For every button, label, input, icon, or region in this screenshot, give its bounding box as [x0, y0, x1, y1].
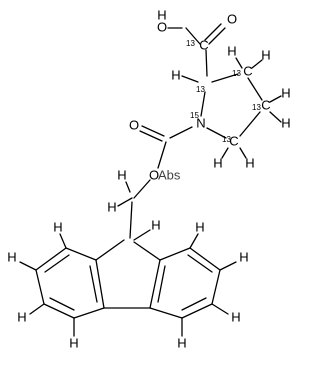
- iso-cg: 13: [252, 103, 261, 112]
- watermark-text: Abs: [158, 167, 181, 182]
- atom-h-g2: H: [281, 115, 290, 130]
- bond-c-o-double-b: [208, 27, 226, 45]
- atom-h-c9: H: [151, 217, 160, 232]
- atom-cb: C: [243, 63, 252, 78]
- iso-ca: 13: [196, 85, 205, 94]
- bond-n-ca: [200, 91, 206, 117]
- bond-cd-n: [206, 127, 227, 139]
- bond-h-l3: [29, 303, 45, 315]
- bond-l5: [73, 307, 105, 319]
- bond-l-inner3: [89, 265, 98, 303]
- bond-o3-ch2: [133, 179, 151, 199]
- atom-h-g1: H: [281, 85, 290, 100]
- atom-h-ar-l3: H: [17, 309, 26, 324]
- bonds: [19, 23, 282, 337]
- atom-h-ar-r1: H: [195, 219, 204, 234]
- bond-l-inner1: [44, 254, 70, 273]
- bond-ca-h: [181, 75, 199, 83]
- bond-l1: [65, 247, 97, 261]
- bond-r-inner3: [157, 265, 166, 303]
- atom-n: N: [196, 115, 205, 130]
- bond-r6: [149, 259, 161, 309]
- bond-o-c: [185, 27, 201, 45]
- bond-c1-ca: [205, 49, 208, 77]
- molecule-structure: H O O 13 C 13 H 13 C H H 13 C H H 13 C H…: [7, 7, 290, 350]
- bond-c9-h: [133, 229, 151, 241]
- bond-h-r2: [219, 261, 237, 271]
- bond-r1: [159, 247, 191, 261]
- bond-r2: [189, 247, 221, 271]
- atom-h-d1: H: [213, 155, 222, 170]
- bond-cb-cg: [247, 77, 263, 101]
- bond-l-inner2: [49, 297, 75, 311]
- bond-cd-h1: [221, 147, 229, 159]
- atom-h-d2: H: [245, 155, 254, 170]
- bond-c9-c9a: [95, 239, 125, 261]
- atom-h-ar-r3: H: [231, 309, 240, 324]
- atom-cg: C: [261, 97, 270, 112]
- bond-h-r1: [189, 233, 199, 249]
- bond-ch2-h2: [117, 197, 133, 207]
- bond-h-r3: [211, 303, 229, 315]
- bond-cg-h2: [269, 111, 282, 123]
- atom-o-hydroxyl: O: [157, 19, 167, 34]
- atom-h-ch2-a: H: [117, 167, 126, 182]
- bond-cg-cd: [239, 111, 261, 137]
- iso-c1: 13: [186, 39, 195, 48]
- atom-h-ar-r4: H: [177, 335, 186, 350]
- bond-h-l1: [59, 233, 67, 249]
- atom-h-oh: H: [157, 7, 166, 22]
- bond-c-o3: [157, 141, 167, 169]
- atom-h-b2: H: [261, 47, 270, 62]
- bond-cd-h2: [239, 147, 247, 159]
- bond-l6: [95, 259, 105, 309]
- bond-r-inner2: [181, 297, 207, 311]
- atom-h-ar-r2: H: [239, 249, 248, 264]
- bond-r-inner1: [187, 254, 213, 273]
- atom-h-ar-l2: H: [7, 249, 16, 264]
- bond-l2: [35, 247, 67, 271]
- bond-r4: [181, 303, 213, 319]
- bond-cb-h1: [235, 57, 243, 69]
- bond-h-l2: [19, 261, 37, 271]
- iso-cb: 13: [232, 69, 241, 78]
- bond-n-c: [169, 126, 193, 139]
- iso-cd: 13: [222, 135, 231, 144]
- atom-h-ar-l4: H: [69, 335, 78, 350]
- iso-n: 15: [190, 111, 199, 120]
- atom-h-ch2-b: H: [107, 199, 116, 214]
- atom-labels: H O O 13 C 13 H 13 C H H 13 C H H 13 C H…: [7, 7, 290, 350]
- bond-ca-cb: [211, 73, 239, 83]
- bond-ch2-c9: [129, 201, 133, 239]
- bond-l3: [35, 269, 45, 305]
- bond-c9-c8a: [133, 241, 161, 261]
- atom-o-carbonyl: O: [227, 11, 237, 26]
- bond-cg-h1: [269, 95, 282, 103]
- bond-r3: [211, 269, 221, 305]
- atom-o-ester: O: [149, 167, 159, 182]
- bond-r5: [149, 307, 183, 319]
- atom-cd: C: [229, 133, 238, 148]
- bond-cb-h2: [251, 59, 263, 69]
- atom-h-ar-l1: H: [53, 219, 62, 234]
- bond-c-o-double-b: [139, 130, 163, 142]
- bond-c-o-double-a: [204, 23, 222, 41]
- bond-l4: [43, 303, 75, 319]
- bond-c-o-double-a: [141, 125, 165, 137]
- bond-ch2-h: [125, 181, 131, 193]
- atom-o-carbamate-carbonyl: O: [129, 117, 139, 132]
- atom-c1: C: [199, 37, 208, 52]
- atom-h-b1: H: [227, 43, 236, 58]
- atom-h-alpha: H: [171, 67, 180, 82]
